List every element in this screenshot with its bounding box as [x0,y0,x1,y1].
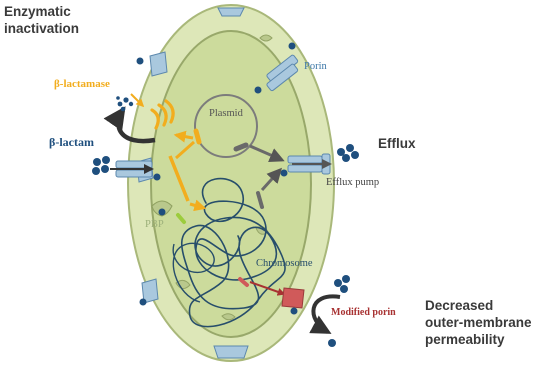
pbp-bound-molecule [159,209,166,216]
porin-molecule-outer [289,43,296,50]
membrane-channel-top-left [150,52,167,76]
label-modified-porin: Modified porin [331,307,396,318]
membrane-cap-bottom [214,346,248,358]
label-decreased-line1: Decreased [425,297,532,314]
molecule-left-top [137,58,144,65]
beta-lactam-periplasm-molecule [154,174,161,181]
label-plasmid: Plasmid [209,108,243,120]
label-chromosome: Chromosome [256,258,313,270]
label-beta-lactamase: β-lactamase [54,78,110,90]
label-decreased-line3: permeability [425,331,532,348]
plasmid-lactamase-gene [196,131,199,142]
molecule-left-low [140,299,147,306]
label-pbp: PBP [145,219,164,231]
beta-lactam-molecules [92,156,110,175]
label-enzymatic-line2: inactivation [4,20,79,37]
label-decreased-permeability: Decreased outer-membrane permeability [425,297,532,348]
membrane-cap-top [218,8,244,16]
label-beta-lactam: β-lactam [49,135,94,150]
modified-porin-molecule [291,308,298,315]
efflux-expelled-molecules [337,144,359,162]
label-enzymatic-inactivation: Enzymatic inactivation [4,3,79,37]
porin-molecule-inner [255,87,262,94]
label-efflux: Efflux [378,135,416,152]
modified-porin [282,288,304,308]
label-decreased-line2: outer-membrane [425,314,532,331]
label-porin: Porin [304,61,327,73]
degraded-beta-lactam-fragments [116,96,133,111]
label-efflux-pump: Efflux pump [326,177,379,189]
inner-protein-top [260,35,272,41]
label-enzymatic-line1: Enzymatic [4,3,79,20]
efflux-inner-molecule [281,170,288,177]
